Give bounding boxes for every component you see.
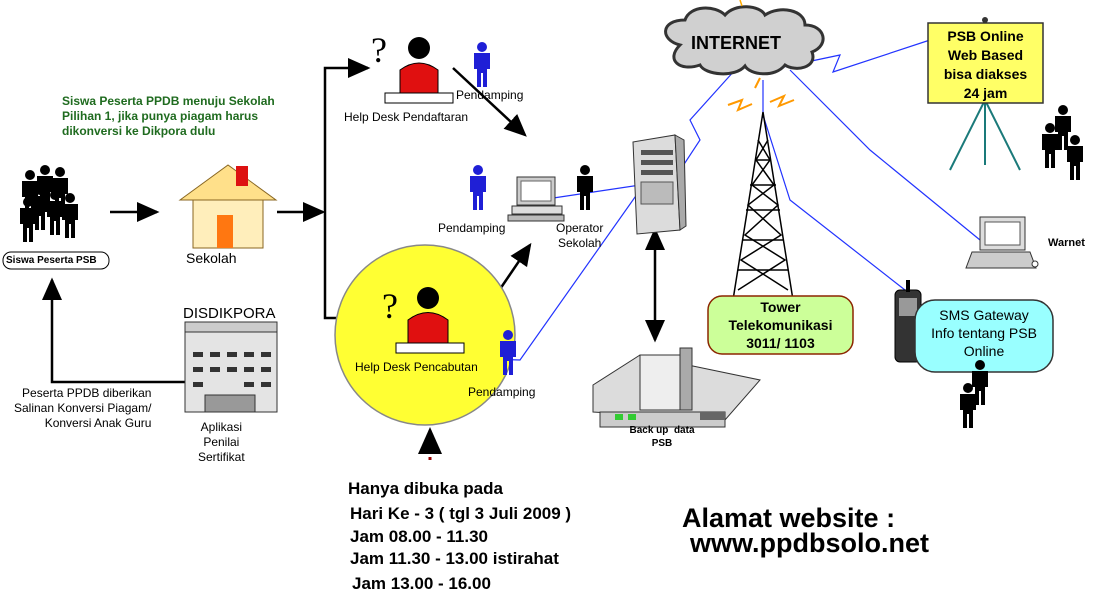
siswa-label: Siswa Peserta PSB bbox=[6, 255, 97, 266]
aplikasi-label: Aplikasi Penilai Sertifikat bbox=[198, 420, 245, 464]
schedule-slot-3: Jam 13.00 - 16.00 bbox=[352, 574, 491, 593]
help-desk-pencabutan-label: Help Desk Pencabutan bbox=[355, 360, 478, 374]
help-desk-pendaftaran-label: Help Desk Pendaftaran bbox=[344, 110, 469, 124]
schedule-slot-1: Jam 08.00 - 11.30 bbox=[350, 527, 489, 546]
pendamping-label-3: Pendamping bbox=[468, 385, 536, 399]
internet-label: INTERNET bbox=[691, 33, 781, 53]
people-group-icon bbox=[1042, 105, 1083, 180]
laptop-icon bbox=[965, 216, 1039, 269]
tower-icon bbox=[732, 111, 794, 301]
pendamping-label-1: Pendamping bbox=[456, 88, 524, 102]
schedule-day: Hari Ke - 3 ( tgl 3 Juli 2009 ) bbox=[350, 504, 572, 523]
house-icon bbox=[178, 164, 278, 249]
computer-icon bbox=[507, 176, 565, 222]
cloud-icon bbox=[664, 5, 825, 76]
students-crowd-icon bbox=[20, 165, 78, 242]
warnet-label: Warnet bbox=[1048, 237, 1085, 249]
website-label: Alamat website : bbox=[682, 503, 896, 533]
building-icon bbox=[184, 321, 278, 413]
operator-label: Operator Sekolah bbox=[556, 221, 604, 250]
help-desk-pencabutan-icon: ? bbox=[382, 286, 465, 354]
question-icon: ? bbox=[382, 286, 398, 326]
tower-box bbox=[707, 295, 854, 355]
pendamping-person-icon-2 bbox=[470, 165, 486, 210]
backup-label: Back up data PSB bbox=[629, 425, 695, 449]
lightning-icon bbox=[727, 77, 795, 112]
backup-server-icon bbox=[592, 347, 761, 428]
schedule-title: Hanya dibuka pada bbox=[348, 479, 503, 498]
easel-icon bbox=[927, 17, 1044, 171]
question-icon: ? bbox=[371, 30, 387, 70]
website-url[interactable]: www.ppdbsolo.net bbox=[690, 528, 929, 558]
siswa-label-box bbox=[2, 251, 110, 270]
tower-label: Tower Telekomunikasi 3011/ 1103 bbox=[728, 299, 833, 351]
pendamping-person-icon-1 bbox=[474, 42, 490, 87]
operator-person-icon bbox=[577, 165, 593, 210]
server-icon bbox=[632, 134, 687, 235]
schedule-slot-2: Jam 11.30 - 13.00 istirahat bbox=[350, 549, 559, 568]
konversi-note: Peserta PPDB diberikan Salinan Konversi … bbox=[14, 386, 152, 430]
disdikpora-label: DISDIKPORA bbox=[183, 305, 276, 322]
pilihan-note: Siswa Peserta PPDB menuju Sekolah Piliha… bbox=[62, 94, 275, 138]
sms-gateway-label: SMS Gateway Info tentang PSB Online bbox=[931, 307, 1037, 359]
psb-online-label: PSB Online Web Based bisa diakses 24 jam bbox=[943, 28, 1028, 101]
help-desk-pendaftaran-icon: ? bbox=[371, 30, 454, 104]
antenna-tip bbox=[739, 0, 743, 7]
sekolah-label: Sekolah bbox=[186, 250, 237, 266]
pendamping-label-2: Pendamping bbox=[438, 221, 506, 235]
